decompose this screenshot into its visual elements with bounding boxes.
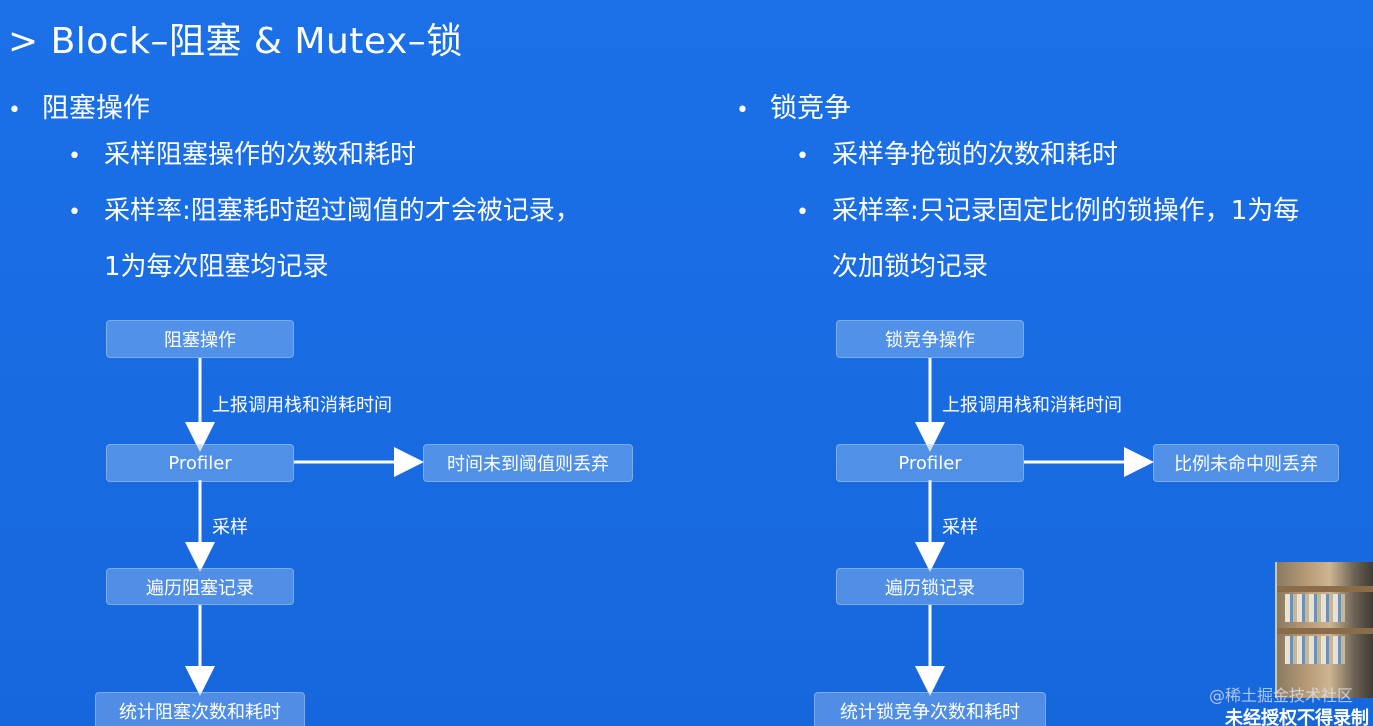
left-flow-arrows bbox=[185, 358, 424, 696]
flow-node-iterate: 遍历锁记录 bbox=[836, 568, 1024, 605]
bullet-icon: • bbox=[736, 98, 749, 123]
flow-edge-report-label: 上报调用栈和消耗时间 bbox=[942, 395, 1122, 416]
flow-edge-sample-label: 采样 bbox=[212, 517, 248, 538]
flow-node-profiler: Profiler bbox=[836, 444, 1024, 482]
bullet-icon: • bbox=[8, 98, 21, 123]
bullet-icon: • bbox=[68, 200, 81, 225]
bullet-icon: • bbox=[796, 144, 809, 169]
bullet-icon: • bbox=[796, 200, 809, 225]
left-item-2: • 采样率:阻塞耗时超过阈值的才会被记录， 1为每次阻塞均记录 bbox=[68, 184, 581, 294]
shelf-graphic bbox=[1277, 586, 1373, 592]
left-heading-text: 阻塞操作 bbox=[42, 93, 150, 124]
left-item-2-continuation: 1为每次阻塞均记录 bbox=[104, 252, 329, 282]
flow-node-discard: 比例未命中则丢弃 bbox=[1153, 444, 1339, 482]
right-item-2: • 采样率:只记录固定比例的锁操作，1为每 次加锁均记录 bbox=[796, 184, 1299, 294]
books-graphic bbox=[1285, 594, 1345, 622]
left-heading: • 阻塞操作 bbox=[8, 86, 150, 125]
flow-node-block-op: 阻塞操作 bbox=[106, 320, 294, 358]
slide-title: > Block–阻塞 & Mutex–锁 bbox=[8, 21, 463, 62]
flow-node-lock-op: 锁竞争操作 bbox=[836, 320, 1024, 358]
flow-edge-report-label: 上报调用栈和消耗时间 bbox=[212, 395, 392, 416]
flow-node-profiler: Profiler bbox=[106, 444, 294, 482]
right-item-2-continuation: 次加锁均记录 bbox=[832, 252, 989, 282]
right-flow-arrows bbox=[915, 358, 1154, 696]
recording-notice: 未经授权不得录制 bbox=[1225, 708, 1369, 726]
flow-node-iterate: 遍历阻塞记录 bbox=[106, 568, 294, 605]
flow-node-stats: 统计锁竞争次数和耗时 bbox=[814, 692, 1046, 726]
right-heading: • 锁竞争 bbox=[736, 86, 851, 125]
flow-node-discard: 时间未到阈值则丢弃 bbox=[423, 444, 633, 482]
left-item-1-text: 采样阻塞操作的次数和耗时 bbox=[104, 140, 417, 170]
right-item-1-text: 采样争抢锁的次数和耗时 bbox=[832, 140, 1119, 170]
right-flow-diagram: 锁竞争操作 上报调用栈和消耗时间 Profiler 比例未命中则丢弃 采样 遍历… bbox=[730, 318, 1373, 726]
right-item-2-text: 采样率:只记录固定比例的锁操作，1为每 bbox=[832, 196, 1300, 226]
right-heading-text: 锁竞争 bbox=[770, 93, 851, 124]
webcam-overlay bbox=[1275, 562, 1373, 698]
flow-node-stats: 统计阻塞次数和耗时 bbox=[95, 692, 305, 726]
books-graphic bbox=[1285, 636, 1345, 664]
flow-edge-sample-label: 采样 bbox=[942, 517, 978, 538]
left-item-1: • 采样阻塞操作的次数和耗时 bbox=[68, 128, 416, 184]
bullet-icon: • bbox=[68, 144, 81, 169]
left-flow-diagram: 阻塞操作 上报调用栈和消耗时间 Profiler 时间未到阈值则丢弃 采样 遍历… bbox=[0, 318, 700, 726]
right-item-1: • 采样争抢锁的次数和耗时 bbox=[796, 128, 1118, 184]
shelf-graphic bbox=[1277, 628, 1373, 634]
left-item-2-text: 采样率:阻塞耗时超过阈值的才会被记录， bbox=[104, 196, 581, 226]
watermark-text: @稀土掘金技术社区 bbox=[1208, 686, 1353, 705]
